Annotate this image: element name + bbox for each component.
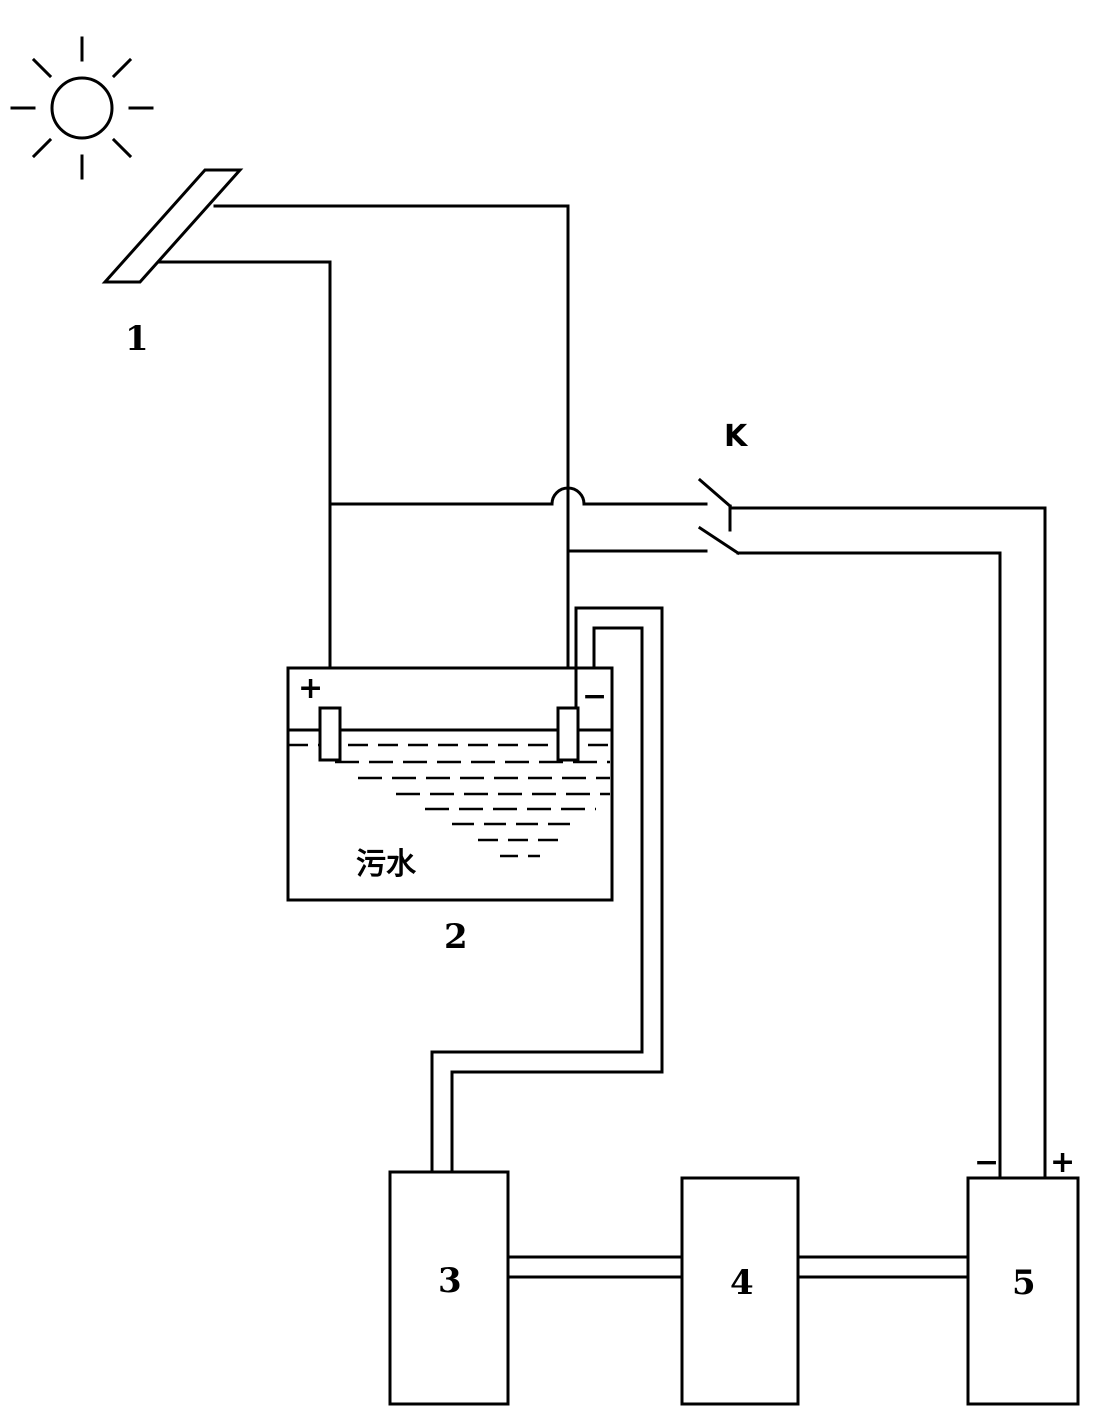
gas-pipe-inner (430, 626, 644, 1174)
pipe-box3-box4 (506, 1255, 684, 1279)
box-3 (388, 1170, 510, 1406)
wastewater-tank (286, 666, 614, 902)
sun-icon (10, 36, 154, 180)
wire-upper-to-switch (328, 486, 708, 506)
box-3-label: 3 (438, 1261, 462, 1301)
wire-panel-negative (213, 204, 570, 712)
box-4-label: 4 (730, 1263, 754, 1303)
tank-negative-sign: − (582, 679, 607, 714)
water-ripples (335, 760, 610, 858)
electrode-positive (318, 706, 342, 762)
box5-positive-sign: + (1050, 1145, 1075, 1180)
switch-k (697, 477, 741, 556)
box-5-label: 5 (1012, 1263, 1036, 1303)
wastewater-label: 污水 (356, 847, 417, 882)
switch-label: K (724, 419, 749, 454)
box5-negative-sign: − (974, 1145, 999, 1180)
electrode-negative (556, 706, 580, 762)
tank-label: 2 (444, 917, 468, 957)
solar-panel-label: 1 (125, 319, 149, 359)
wire-switch-to-box5-negative (736, 551, 1002, 1180)
gas-pipe-outer (450, 606, 664, 1174)
wire-panel-positive (158, 260, 332, 712)
box-4 (680, 1176, 800, 1406)
wire-switch-to-box5-positive (728, 506, 1047, 1180)
tank-positive-sign: + (298, 671, 323, 706)
box-5 (966, 1176, 1080, 1406)
pipe-box4-box5 (796, 1255, 970, 1279)
solar-panel (101, 168, 244, 284)
